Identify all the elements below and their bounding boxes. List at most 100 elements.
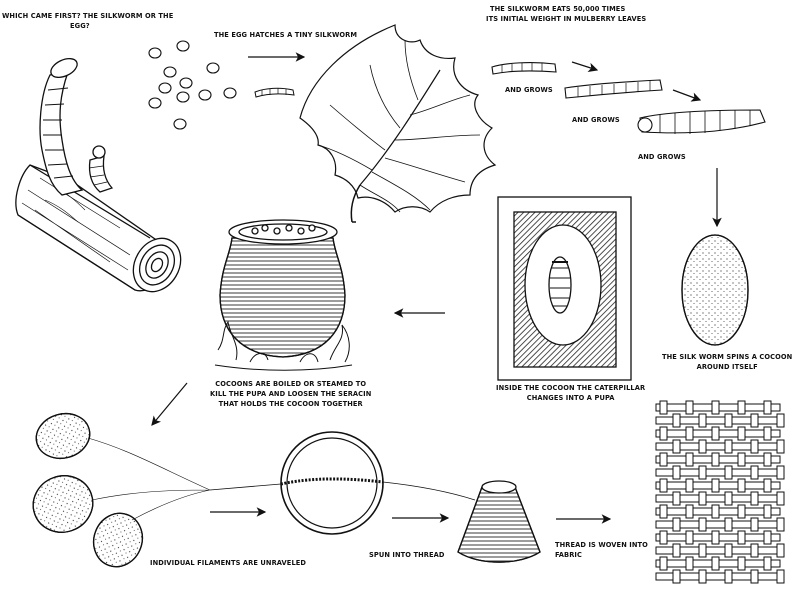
fabric-warp-strand — [711, 504, 720, 519]
fabric-warp-strand — [763, 400, 772, 415]
label-silkworm-eats: THE SILKWORM EATS 50,000 TIMES ITS INITI… — [486, 4, 646, 24]
fabric-warp-strand — [776, 569, 785, 584]
fabric-warp-strand — [659, 556, 668, 571]
fabric-warp-strand — [685, 556, 694, 571]
fabric-warp-strand — [659, 504, 668, 519]
fabric-warp-strand — [776, 413, 785, 428]
fabric-warp-strand — [711, 426, 720, 441]
fabric-warp-strand — [672, 439, 681, 454]
fabric-warp-strand — [763, 530, 772, 545]
label-pupa-line1: INSIDE THE COCOON THE CATERPILLAR — [496, 383, 646, 392]
label-egg-hatches: THE EGG HATCHES A TINY SILKWORM — [214, 30, 358, 39]
fabric-warp-strand — [685, 530, 694, 545]
fabric-warp-strand — [763, 556, 772, 571]
fabric-warp-strand — [724, 413, 733, 428]
label-and-grows-3: AND GROWS — [638, 152, 686, 161]
fabric-warp-strand — [685, 452, 694, 467]
label-spins-cocoon: THE SILK WORM SPINS A COCOON AROUND ITSE… — [662, 352, 792, 372]
label-which-came-first-line2: EGG? — [70, 20, 90, 30]
label-woven-line1: THREAD IS WOVEN INTO — [555, 540, 648, 549]
arrow-to-unravel — [151, 382, 188, 426]
fabric-warp-strand — [763, 452, 772, 467]
label-and-grows-1: AND GROWS — [505, 85, 553, 94]
label-pupa-line2: CHANGES INTO A PUPA — [526, 392, 615, 402]
fabric-warp-strand — [698, 465, 707, 480]
fabric-warp-strand — [659, 452, 668, 467]
fabric-warp-strand — [698, 517, 707, 532]
fabric-warp-strand — [724, 491, 733, 506]
fabric-warp-strand — [711, 452, 720, 467]
fabric-warp-strand — [776, 517, 785, 532]
fabric-warp-strand — [685, 504, 694, 519]
arrow-grow-1 — [571, 61, 599, 73]
arrow-grow-2 — [672, 89, 702, 102]
fabric-warp-strand — [698, 439, 707, 454]
fabric-warp-strand — [737, 478, 746, 493]
fabric-warp-strand — [711, 556, 720, 571]
label-spins-cocoon-line1: THE SILK WORM SPINS A COCOON — [662, 352, 793, 361]
label-pupa: INSIDE THE COCOON THE CATERPILLAR CHANGE… — [496, 383, 645, 403]
fabric-warp-strand — [672, 465, 681, 480]
label-which-came-first: WHICH CAME FIRST? THE SILKWORM OR THE EG… — [2, 11, 173, 31]
fabric-warp-strand — [737, 556, 746, 571]
label-and-grows-2: AND GROWS — [572, 115, 620, 124]
fabric-warp-strand — [659, 530, 668, 545]
silk-reel-illustration — [209, 431, 476, 535]
label-unraveled: INDIVIDUAL FILAMENTS ARE UNRAVELED — [150, 558, 307, 567]
fabric-warp-strand — [776, 439, 785, 454]
fabric-warp-strand — [698, 413, 707, 428]
log-with-silkworms-illustration — [15, 57, 182, 293]
fabric-warp-strand — [711, 530, 720, 545]
label-boiled-line2: KILL THE PUPA AND LOOSEN THE SERACIN — [210, 388, 372, 398]
fabric-warp-strand — [672, 413, 681, 428]
fabric-warp-strand — [737, 530, 746, 545]
growing-worm-3-illustration — [637, 109, 766, 134]
fabric-warp-strand — [737, 452, 746, 467]
fabric-warp-strand — [737, 504, 746, 519]
fabric-warp-strand — [750, 569, 759, 584]
pupa-in-cocoon-illustration — [497, 196, 632, 381]
fabric-warp-strand — [711, 478, 720, 493]
fabric-warp-strand — [737, 400, 746, 415]
fabric-warp-strand — [750, 413, 759, 428]
label-spun: SPUN INTO THREAD — [369, 550, 445, 559]
fabric-warp-strand — [685, 478, 694, 493]
fabric-warp-strand — [776, 491, 785, 506]
fabric-warp-strand — [724, 439, 733, 454]
fabric-warp-strand — [750, 517, 759, 532]
boiling-pot-illustration — [214, 219, 353, 371]
fabric-warp-strand — [750, 439, 759, 454]
fabric-warp-strand — [724, 465, 733, 480]
label-silkworm-eats-line2: ITS INITIAL WEIGHT IN MULBERRY LEAVES — [486, 13, 647, 23]
label-boiled: COCOONS ARE BOILED OR STEAMED TO KILL TH… — [210, 379, 371, 409]
mulberry-leaf-illustration — [299, 24, 497, 223]
fabric-warp-strand — [672, 517, 681, 532]
label-spins-cocoon-line2: AROUND ITSELF — [696, 361, 758, 371]
fabric-warp-strand — [737, 426, 746, 441]
label-boiled-line3: THAT HOLDS THE COCOON TOGETHER — [218, 398, 363, 408]
fabric-warp-strand — [685, 426, 694, 441]
cocoon-illustration — [681, 234, 749, 346]
fabric-warp-strand — [685, 400, 694, 415]
fabric-warp-strand — [659, 426, 668, 441]
tiny-silkworm-illustration — [254, 87, 295, 98]
cocoons-unraveling-illustration — [32, 412, 211, 568]
fabric-warp-strand — [724, 543, 733, 558]
fabric-warp-strand — [763, 426, 772, 441]
process-arrows — [151, 52, 722, 524]
label-woven-line2: FABRIC — [555, 549, 582, 559]
label-woven: THREAD IS WOVEN INTO FABRIC — [555, 540, 648, 560]
fabric-warp-strand — [776, 465, 785, 480]
fabric-warp-strand — [724, 517, 733, 532]
fabric-warp-strand — [659, 478, 668, 493]
fabric-warp-strand — [763, 504, 772, 519]
fabric-warp-strand — [672, 491, 681, 506]
label-which-came-first-line1: WHICH CAME FIRST? THE SILKWORM OR THE — [2, 11, 174, 20]
fabric-warp-strand — [750, 465, 759, 480]
woven-fabric-illustration — [654, 398, 785, 584]
fabric-warp-strand — [776, 543, 785, 558]
fabric-warp-strand — [750, 543, 759, 558]
fabric-warp-strand — [659, 400, 668, 415]
